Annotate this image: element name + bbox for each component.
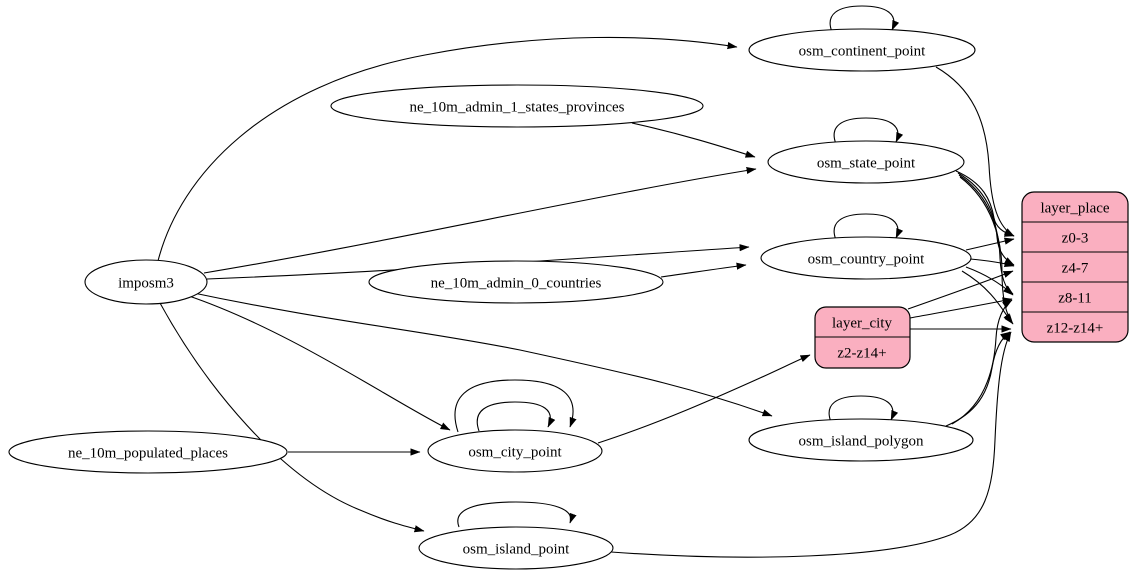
node-osm-island-polygon-label: osm_island_polygon: [798, 433, 924, 449]
edge-osm-island-polygon-layer-place-z12-z14: [945, 331, 1011, 427]
node-ne-10m-populated-places-shape: [8, 430, 288, 474]
selfloop-inner-osm-city-point: [476, 401, 556, 432]
record-layer-place: layer_place z0-3 z4-7 z8-11 z12-z14+: [1021, 191, 1129, 343]
node-imposm3-label: imposm3: [118, 275, 174, 291]
node-ne-10m-admin-1-states-provinces-shape: [330, 84, 704, 128]
node-osm-country-point: osm_country_point: [760, 236, 972, 280]
node-osm-island-polygon-shape: [748, 418, 974, 462]
edge-osm-state-point-layer-place-z12-z14: [959, 176, 1014, 325]
edge-imposm3-osm-island-polygon: [183, 290, 773, 417]
node-ne-10m-admin-0-countries-label: ne_10m_admin_0_countries: [431, 275, 602, 291]
nodes: imposm3 ne_10m_admin_1_states_provinces …: [8, 28, 976, 570]
edge-osm-country-point-layer-place-z12-z14: [961, 270, 1013, 324]
selfloop-osm-continent-point: [829, 5, 900, 33]
node-osm-island-point: osm_island_point: [418, 526, 614, 570]
edge-osm-continent-point-layer-place-z0-3: [935, 66, 1015, 237]
node-osm-city-point-label: osm_city_point: [468, 444, 562, 460]
edge-ne-10m-admin-0-countries-osm-country-point: [660, 262, 747, 278]
node-ne-10m-populated-places: ne_10m_populated_places: [8, 430, 288, 474]
edge-imposm3-osm-island-point: [159, 302, 425, 533]
edge-osm-country-point-layer-place-z0-3: [965, 237, 1015, 251]
edge-osm-country-point-layer-place-z4-7: [969, 258, 1015, 267]
node-osm-continent-point-shape: [748, 28, 976, 72]
record-layer-place-shape: [1021, 191, 1129, 343]
node-osm-continent-point-label: osm_continent_point: [799, 43, 926, 59]
selfloop-outer-osm-city-point: [454, 379, 577, 433]
record-layer-city-row-z2-z14: z2-z14+: [837, 345, 886, 361]
node-osm-state-point: osm_state_point: [767, 140, 965, 184]
node-ne-10m-admin-1-states-provinces-label: ne_10m_admin_1_states_provinces: [410, 99, 625, 115]
node-ne-10m-admin-0-countries-shape: [368, 260, 664, 304]
selfloop-osm-state-point: [833, 117, 904, 145]
selfloop-osm-island-point: [457, 501, 577, 528]
node-ne-10m-populated-places-label: ne_10m_populated_places: [68, 445, 228, 461]
node-osm-country-point-shape: [760, 236, 972, 280]
edge-osm-island-point-layer-place-z12-z14: [610, 331, 1012, 558]
node-osm-country-point-label: osm_country_point: [808, 251, 925, 267]
edge-imposm3-osm-city-point: [185, 294, 451, 431]
record-layer-place-row-z12-z14: z12-z14+: [1047, 320, 1104, 336]
edge-osm-state-point-layer-place-z4-7: [957, 172, 1015, 266]
node-osm-state-point-label: osm_state_point: [817, 155, 916, 171]
record-layer-place-title: layer_place: [1040, 200, 1109, 216]
node-imposm3-shape: [84, 259, 208, 305]
record-layer-place-row-z0-3: z0-3: [1062, 230, 1089, 246]
record-layer-place-row-z8-11: z8-11: [1058, 290, 1092, 306]
record-layer-city-title: layer_city: [832, 315, 892, 331]
node-osm-island-point-shape: [418, 526, 614, 570]
record-layer-city: layer_city z2-z14+: [814, 306, 911, 369]
edge-osm-island-polygon-layer-place-z8-11: [951, 299, 1013, 425]
edge-layer-city-layer-place-z8-11: [909, 297, 1013, 319]
node-osm-island-polygon: osm_island_polygon: [748, 418, 974, 462]
selfloop-osm-island-polygon: [828, 395, 899, 423]
node-osm-city-point: osm_city_point: [427, 429, 603, 473]
node-osm-city-point-shape: [427, 429, 603, 473]
edge-ne-10m-admin-1-states-provinces-osm-state-point: [631, 122, 756, 158]
node-ne-10m-admin-0-countries: ne_10m_admin_0_countries: [368, 260, 664, 304]
node-osm-continent-point: osm_continent_point: [748, 28, 976, 72]
node-imposm3: imposm3: [84, 259, 208, 305]
record-layer-place-row-z4-7: z4-7: [1062, 260, 1089, 276]
node-osm-island-point-label: osm_island_point: [463, 541, 571, 557]
edges: [157, 5, 1015, 558]
edge-osm-state-point-layer-place-z8-11: [958, 174, 1014, 296]
edge-osm-city-point-layer-city-z2-z14: [597, 354, 811, 444]
selfloop-osm-country-point: [833, 213, 904, 241]
edge-layer-city-layer-place-z4-7: [907, 270, 1014, 310]
node-ne-10m-admin-1-states-provinces: ne_10m_admin_1_states_provinces: [330, 84, 704, 128]
node-osm-state-point-shape: [767, 140, 965, 184]
edge-osm-country-point-layer-place-z8-11: [965, 266, 1014, 295]
edge-imposm3-osm-state-point: [203, 166, 757, 274]
edge-imposm3-osm-continent-point: [157, 36, 738, 262]
